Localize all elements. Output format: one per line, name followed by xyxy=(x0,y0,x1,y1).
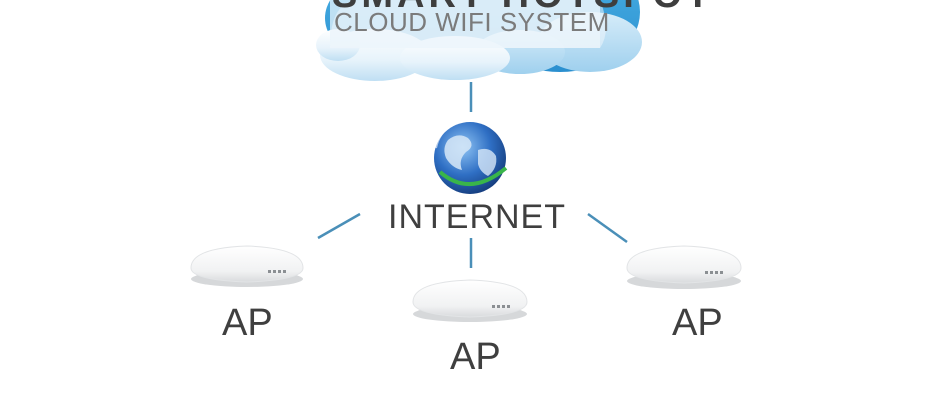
globe-icon xyxy=(434,118,509,194)
ap-label-right: AP xyxy=(672,302,723,344)
ap-label-center: AP xyxy=(450,336,501,378)
ap-device-right xyxy=(626,245,742,289)
cloud-shape xyxy=(316,0,642,81)
connector-internet-ap-left xyxy=(317,212,361,240)
ap-label-left: AP xyxy=(222,302,273,344)
ap-device-center xyxy=(412,279,528,322)
ap-device-left xyxy=(190,245,304,287)
connector-internet-ap-right xyxy=(587,212,628,244)
cloud-subtitle: CLOUD WIFI SYSTEM xyxy=(334,7,610,37)
internet-label: INTERNET xyxy=(388,198,566,236)
cloud-title: SMART HOTSPOT xyxy=(332,0,709,17)
